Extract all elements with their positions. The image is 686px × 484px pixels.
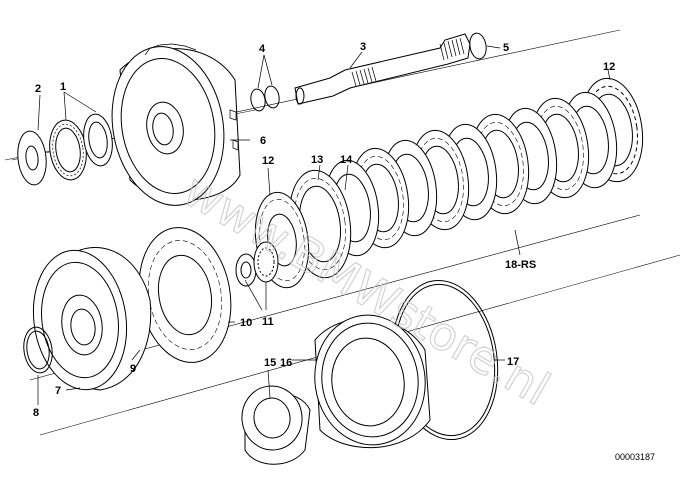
- diagram-number: 00003187: [615, 452, 655, 462]
- part-shaft-ring: [469, 32, 487, 60]
- part-snap-rings: [250, 85, 280, 112]
- callout-7: 7: [55, 385, 61, 397]
- part-input-shaft: [294, 33, 471, 105]
- callout-14: 14: [340, 154, 353, 166]
- part-ring-gear: [314, 314, 431, 449]
- part-needle-bearing: [49, 113, 113, 181]
- part-clutch-drum-housing: [111, 43, 241, 206]
- callout-13: 13: [311, 154, 323, 166]
- callout-5: 5: [503, 42, 509, 54]
- callout-18-rs: 18-RS: [505, 259, 536, 271]
- callout-15: 15: [264, 357, 276, 369]
- callout-11: 11: [262, 316, 274, 328]
- callout-17: 17: [507, 356, 519, 368]
- callout-8: 8: [33, 407, 39, 419]
- part-clutch-piston: [32, 246, 152, 391]
- callout-3: 3: [360, 41, 366, 53]
- leader-lines: [37, 45, 611, 405]
- callout-10: 10: [240, 317, 252, 329]
- callout-16: 16: [280, 357, 292, 369]
- part-thrust-washer: [17, 130, 47, 186]
- part-callouts: 2 1 4 3 5 6 12 12 13 14 18-RS 11 10 9 7 …: [33, 41, 615, 419]
- callout-2: 2: [35, 83, 41, 95]
- part-small-bearing-set: [235, 241, 279, 287]
- part-clutch-disc-stack: [288, 91, 618, 279]
- callout-9: 9: [130, 363, 136, 375]
- part-o-ring: [23, 326, 53, 374]
- part-sun-gear-hub: [241, 385, 311, 465]
- callout-1: 1: [60, 81, 66, 93]
- callout-4: 4: [259, 43, 266, 55]
- callout-12-top: 12: [603, 61, 615, 73]
- callout-12-middle: 12: [262, 155, 274, 167]
- callout-6: 6: [260, 135, 266, 147]
